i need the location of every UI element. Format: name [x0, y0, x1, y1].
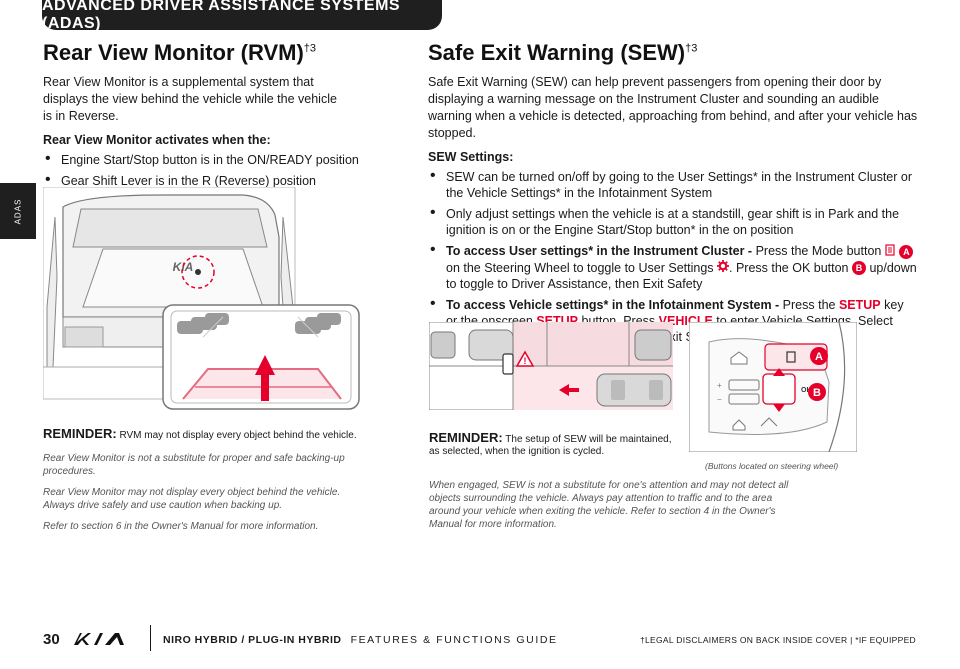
sew-illustration: !	[428, 321, 674, 411]
kia-logo	[72, 629, 138, 654]
rvm-intro: Rear View Monitor is a supplemental syst…	[43, 75, 337, 123]
side-section-tab: ADAS	[0, 183, 36, 239]
svg-text:+: +	[717, 381, 722, 390]
sew-section: Safe Exit Warning (SEW)†3 Safe Exit Warn…	[428, 40, 918, 345]
steering-caption: (Buttons located on steering wheel)	[705, 461, 839, 471]
footer-divider	[150, 625, 151, 651]
sew-title: Safe Exit Warning (SEW)†3	[428, 40, 698, 65]
sew-settings-heading: SEW Settings:	[428, 150, 514, 164]
list-item: Engine Start/Stop button is in the ON/RE…	[43, 151, 373, 168]
list-item: SEW can be turned on/off by going to the…	[428, 168, 918, 201]
guide-title: NIRO HYBRID / PLUG-IN HYBRID FEATURES & …	[163, 634, 558, 646]
svg-text:−: −	[717, 395, 722, 404]
page-number: 30	[43, 631, 60, 648]
sew-note: When engaged, SEW is not a substitute fo…	[429, 480, 789, 530]
rvm-note: Refer to section 6 in the Owner's Manual…	[43, 521, 319, 532]
sew-reminder: REMINDER: The setup of SEW will be maint…	[429, 430, 672, 457]
rvm-notes: Rear View Monitor is not a substitute fo…	[43, 452, 363, 533]
list-item: Gear Shift Lever is in the R (Reverse) p…	[43, 172, 373, 189]
mode-button-icon	[885, 244, 896, 260]
badge-b: B	[851, 261, 866, 276]
rvm-illustration: KIA	[42, 186, 368, 412]
rvm-title: Rear View Monitor (RVM)†3	[43, 40, 317, 65]
steering-wheel-buttons-illustration: OK + − A B	[688, 321, 858, 453]
list-item: To access User settings* in the Instrume…	[428, 242, 918, 292]
side-section-label: ADAS	[13, 198, 23, 224]
badge-a-callout: A	[815, 351, 823, 363]
gear-icon	[717, 260, 729, 276]
sew-bullet-list: SEW can be turned on/off by going to the…	[428, 168, 918, 345]
rvm-note: Rear View Monitor may not display every …	[43, 487, 341, 511]
svg-text:KIA: KIA	[173, 260, 194, 274]
rvm-section: Rear View Monitor (RVM)†3 Rear View Moni…	[43, 40, 373, 189]
rvm-note: Rear View Monitor is not a substitute fo…	[43, 453, 345, 477]
list-item: Only adjust settings when the vehicle is…	[428, 205, 918, 238]
svg-text:!: !	[524, 356, 527, 366]
sew-intro: Safe Exit Warning (SEW) can help prevent…	[428, 75, 918, 140]
rvm-bullet-list: Engine Start/Stop button is in the ON/RE…	[43, 151, 373, 189]
rvm-activates-heading: Rear View Monitor activates when the:	[43, 133, 271, 147]
section-header-title: ADVANCED DRIVER ASSISTANCE SYSTEMS (ADAS…	[42, 0, 401, 32]
rvm-reminder: REMINDER: RVM may not display every obje…	[43, 426, 357, 441]
badge-b-callout: B	[813, 387, 821, 399]
section-header-tab: ADVANCED DRIVER ASSISTANCE SYSTEMS (ADAS…	[42, 0, 442, 32]
legal-disclaimer: †LEGAL DISCLAIMERS ON BACK INSIDE COVER …	[640, 635, 916, 645]
badge-a: A	[899, 244, 914, 259]
ok-label: OK	[801, 387, 812, 394]
